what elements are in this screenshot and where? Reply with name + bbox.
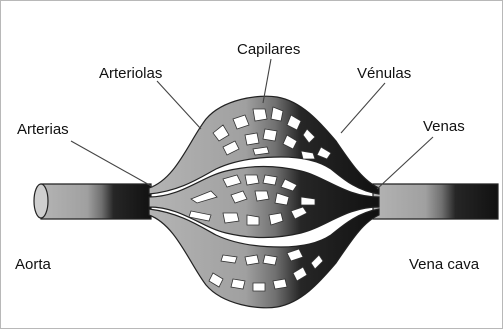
mesh-hole bbox=[263, 175, 277, 185]
mesh-hole bbox=[253, 109, 267, 121]
label-capilares: Capilares bbox=[237, 41, 300, 58]
mesh-hole bbox=[245, 133, 259, 145]
leader-venulas bbox=[341, 83, 385, 133]
label-aorta: Aorta bbox=[15, 256, 52, 273]
leader-arteriolas bbox=[157, 81, 201, 129]
mesh-hole bbox=[245, 255, 259, 265]
label-venas: Venas bbox=[423, 118, 465, 135]
mesh-hole bbox=[253, 283, 265, 291]
mesh-hole bbox=[255, 191, 269, 201]
label-venulas: Vénulas bbox=[357, 65, 411, 82]
mesh-hole bbox=[263, 129, 277, 141]
mesh-hole bbox=[245, 175, 259, 185]
mesh-hole bbox=[263, 255, 277, 265]
aorta-end-cap bbox=[34, 184, 48, 218]
label-vena-cava: Vena cava bbox=[409, 256, 480, 273]
vena-cava-vessel bbox=[373, 184, 498, 219]
leader-venas bbox=[377, 137, 433, 189]
label-arterias: Arterias bbox=[17, 121, 69, 138]
mesh-hole bbox=[247, 215, 259, 225]
leader-arterias bbox=[71, 141, 153, 187]
mesh-hole bbox=[273, 279, 287, 289]
aorta-vessel bbox=[41, 184, 151, 219]
mesh-hole bbox=[223, 213, 239, 223]
label-arteriolas: Arteriolas bbox=[99, 65, 162, 82]
mesh-hole bbox=[231, 279, 245, 289]
